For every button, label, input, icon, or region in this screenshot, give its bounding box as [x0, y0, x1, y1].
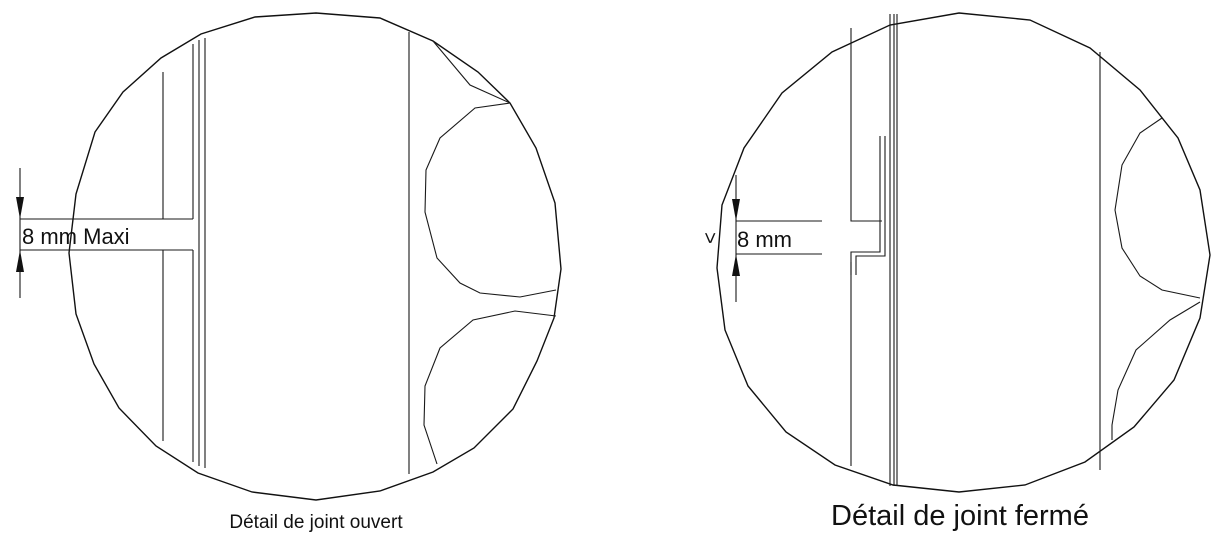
closed-joint-dimension: > 8 mm	[699, 175, 792, 302]
open-joint-curved-profile-upper	[432, 40, 511, 104]
open-joint-dimension-label: 8 mm Maxi	[22, 224, 130, 249]
open-joint-dimension-arrow-top	[16, 197, 24, 219]
open-joint-detail-outline	[68, 12, 562, 501]
closed-joint-left-panel	[850, 28, 882, 466]
open-joint-lower-panel	[162, 250, 194, 462]
closed-joint-curved-profile-upper	[1114, 117, 1201, 299]
closed-joint-flashing	[850, 136, 881, 275]
closed-joint-detail-outline	[716, 12, 1211, 493]
closed-joint-curved-profile-lower	[1111, 301, 1201, 440]
open-joint-curved-profile-lower	[423, 310, 557, 465]
open-joint-detail: 8 mm Maxi Détail de joint ouvert	[16, 12, 562, 533]
closed-joint-dimension-label: 8 mm	[737, 227, 792, 252]
closed-joint-caption: Détail de joint fermé	[831, 500, 1089, 532]
closed-joint-dimension-reference-lines	[736, 220, 822, 255]
open-joint-upper-panel	[162, 44, 194, 219]
open-joint-dimension: 8 mm Maxi	[16, 168, 130, 298]
open-joint-curved-profile-middle	[424, 102, 557, 298]
closed-joint-profile-lines	[889, 14, 1101, 486]
open-joint-dimension-arrow-bottom	[16, 250, 24, 272]
closed-joint-dimension-symbol: >	[699, 232, 721, 244]
open-joint-caption: Détail de joint ouvert	[229, 512, 403, 533]
open-joint-profile-lines	[198, 32, 410, 474]
closed-joint-dimension-arrow-bottom	[732, 254, 740, 276]
closed-joint-dimension-arrow-top	[732, 199, 740, 221]
open-joint-gap-edges	[20, 218, 193, 251]
closed-joint-detail: > 8 mm Détail de joint fermé	[699, 12, 1211, 532]
closed-joint-flashing-inner	[855, 136, 886, 275]
